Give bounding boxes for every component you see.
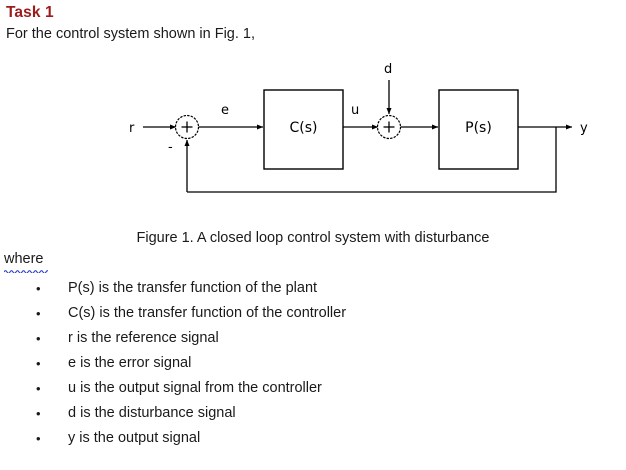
list-item-text: C(s) is the transfer function of the con… xyxy=(68,305,347,321)
block-label-controller: C(s) xyxy=(290,120,318,136)
where-label: where xyxy=(4,251,44,267)
bullet-glyph: • xyxy=(36,306,41,321)
signal-label-y: y xyxy=(580,121,588,136)
block-plant: P(s) xyxy=(438,89,519,170)
page-title: Task 1 xyxy=(6,4,54,21)
list-item-text: e is the error signal xyxy=(68,355,192,371)
list-item: • P(s) is the transfer function of the p… xyxy=(0,276,626,301)
intro-paragraph: For the control system shown in Fig. 1, xyxy=(6,26,256,42)
list-item-text: d is the disturbance signal xyxy=(68,405,236,421)
definitions-list: • P(s) is the transfer function of the p… xyxy=(0,276,626,451)
list-item-text: P(s) is the transfer function of the pla… xyxy=(68,280,318,296)
list-item: • y is the output signal xyxy=(0,426,626,451)
figure-caption: Figure 1. A closed loop control system w… xyxy=(136,230,490,246)
spellcheck-underline-icon xyxy=(4,270,48,273)
bullet-glyph: • xyxy=(36,356,41,371)
list-item: • e is the error signal xyxy=(0,351,626,376)
wire-feedback-path xyxy=(187,126,557,193)
list-item-text: u is the output signal from the controll… xyxy=(68,380,322,396)
list-item-text: y is the output signal xyxy=(68,430,201,446)
list-item: • r is the reference signal xyxy=(0,326,626,351)
block-diagram: r - e C(s) xyxy=(0,50,626,210)
block-label-plant: P(s) xyxy=(465,120,492,136)
bullet-glyph: • xyxy=(36,406,41,421)
signal-label-r: r xyxy=(129,121,135,136)
summing-junction-disturbance xyxy=(376,114,402,140)
bullet-glyph: • xyxy=(36,381,41,396)
sum-negative-sign: - xyxy=(168,140,173,155)
list-item-text: r is the reference signal xyxy=(68,330,219,346)
list-item: • C(s) is the transfer function of the c… xyxy=(0,301,626,326)
summing-junction-error xyxy=(174,114,200,140)
bullet-glyph: • xyxy=(36,281,41,296)
list-item: • u is the output signal from the contro… xyxy=(0,376,626,401)
signal-label-u: u xyxy=(351,103,359,118)
signal-label-d: d xyxy=(384,62,392,77)
list-item: • d is the disturbance signal xyxy=(0,401,626,426)
signal-label-e: e xyxy=(221,103,229,118)
bullet-glyph: • xyxy=(36,331,41,346)
block-controller: C(s) xyxy=(263,89,344,170)
bullet-glyph: • xyxy=(36,431,41,446)
